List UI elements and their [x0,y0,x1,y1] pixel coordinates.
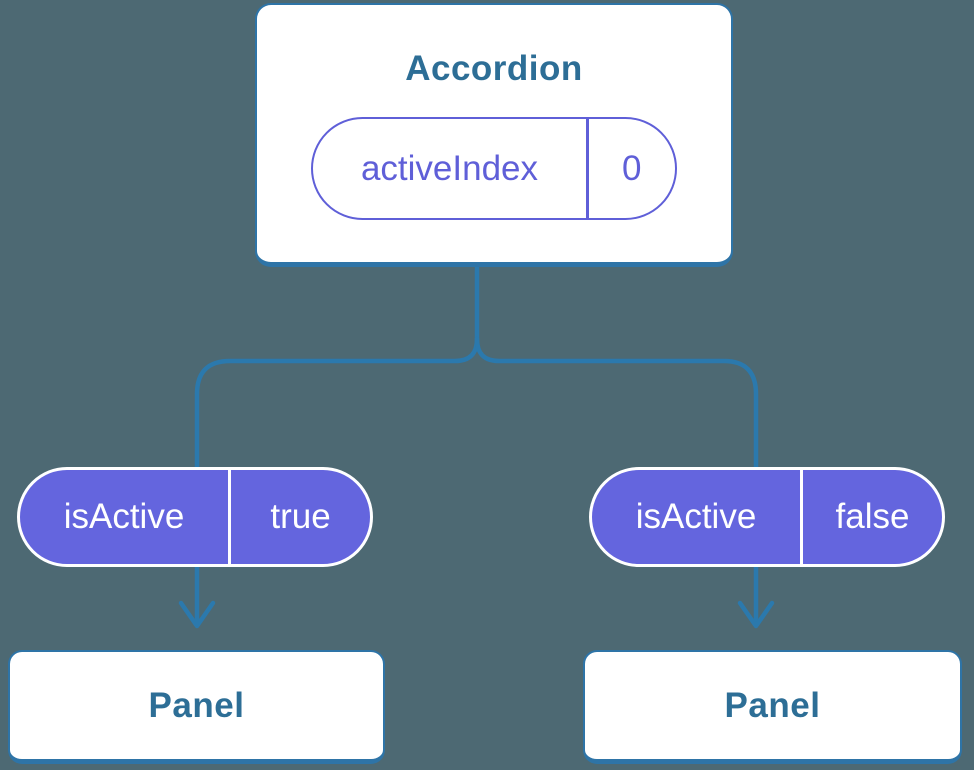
state-value: 0 [622,148,642,188]
right-arrowhead-icon [737,600,775,629]
prop-pill: isActive true [17,467,373,567]
left-arrowhead-icon [178,600,216,629]
prop-name: isActive [635,497,757,536]
panel-component-card: Panel [8,650,385,764]
panel-component-card: Panel [583,650,962,764]
pill-divider [586,119,589,218]
prop-name: isActive [63,497,185,536]
component-title: Accordion [405,49,583,88]
state-name: activeIndex [360,148,539,188]
pill-divider [228,470,231,564]
accordion-component-card: Accordion activeIndex 0 [255,3,733,267]
prop-value: false [835,497,910,536]
state-pill: activeIndex 0 [311,117,677,220]
right-branch-line [474,336,759,624]
pill-divider [800,470,803,564]
prop-pill: isActive false [589,467,945,567]
left-branch-line [194,336,480,624]
prop-value: true [270,497,331,536]
